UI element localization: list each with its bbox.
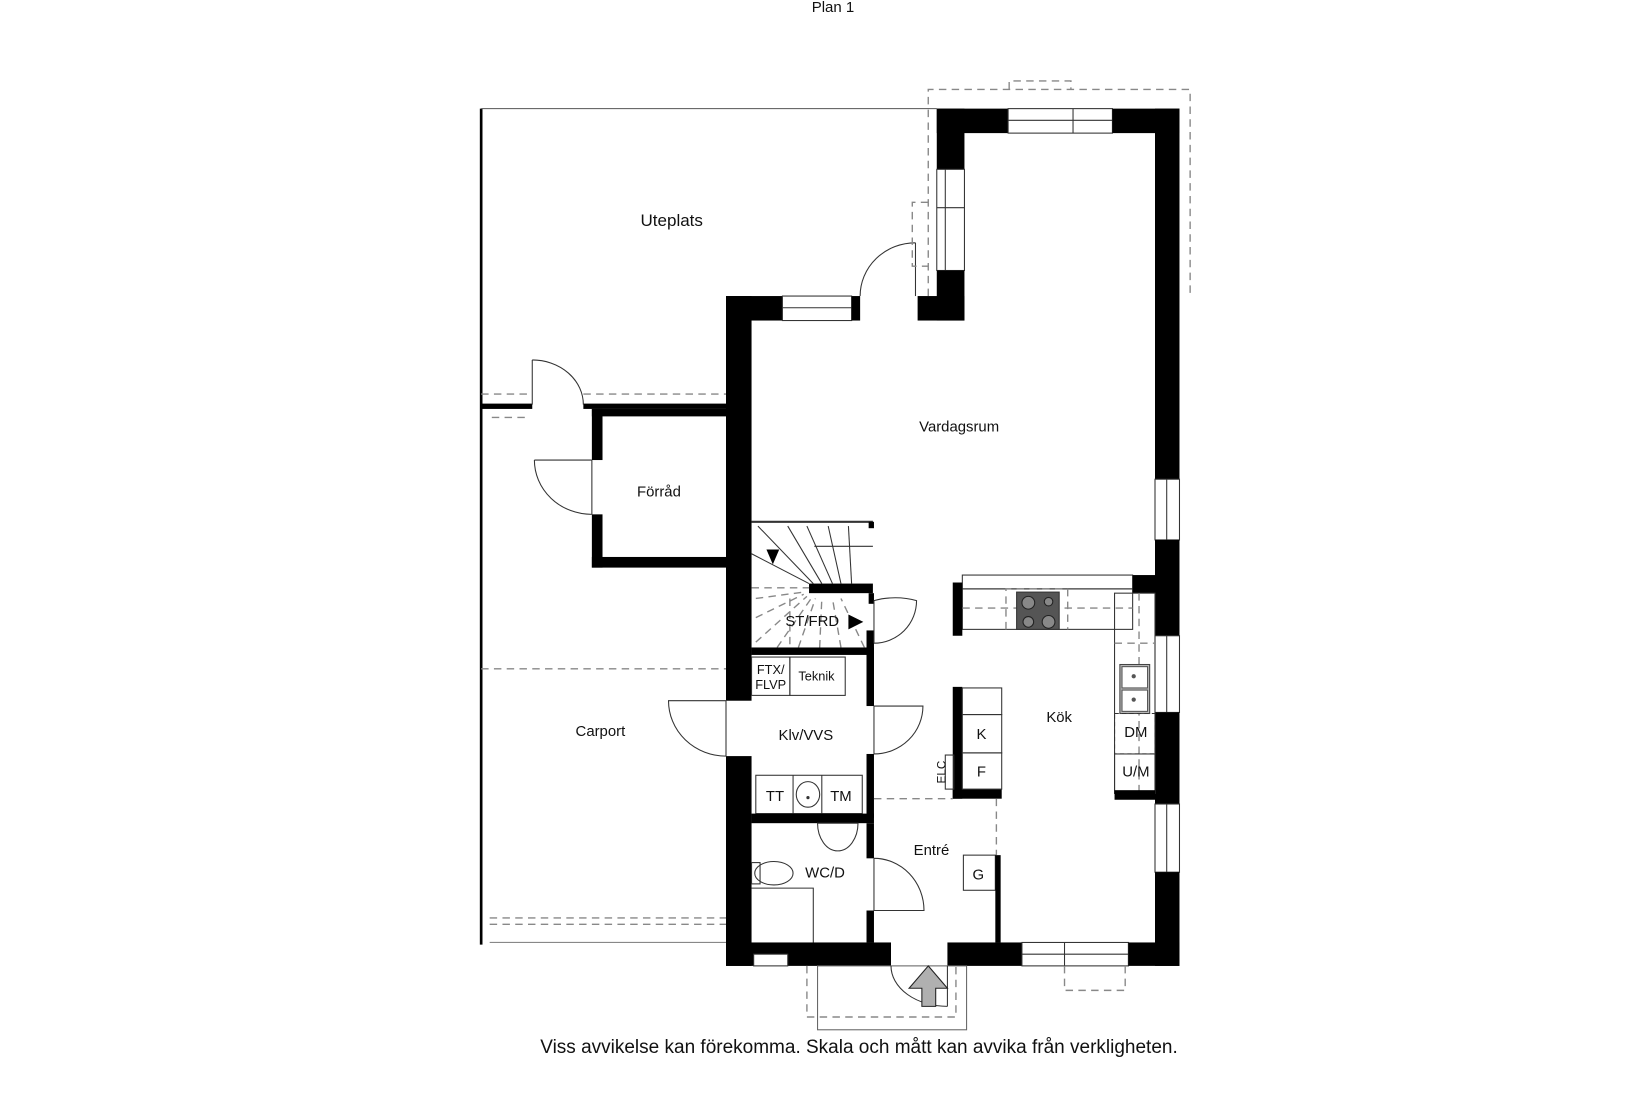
outdoor-outline <box>479 108 937 945</box>
disclaimer-text: Viss avvikelse kan förekomma. Skala och … <box>540 1037 1178 1058</box>
label-tm: TM <box>830 789 851 805</box>
entrance <box>890 965 949 1007</box>
exterior-walls <box>726 108 1181 967</box>
label-flvp: FLVP <box>755 677 786 692</box>
label-ftx: FTX/ <box>757 662 785 677</box>
label-vardagsrum: Vardagsrum <box>919 419 999 435</box>
label-teknik: Teknik <box>798 668 835 683</box>
label-klv-vvs: Klv/VVS <box>779 728 834 744</box>
label-k: K <box>977 727 987 743</box>
plan-title: Plan 1 <box>811 0 855 16</box>
label-kok: Kök <box>1046 710 1072 726</box>
label-carport: Carport <box>576 724 627 740</box>
label-entre: Entré <box>914 843 950 859</box>
forrad-room <box>533 408 726 568</box>
entrance-arrow-icon <box>907 965 949 1007</box>
label-tt: TT <box>766 789 784 805</box>
wc-room <box>751 822 925 943</box>
label-forrad: Förråd <box>637 484 681 500</box>
label-f: F <box>977 764 986 780</box>
klv-vvs-room <box>667 654 924 824</box>
label-elc: ELC <box>935 761 948 784</box>
label-g: G <box>972 868 984 884</box>
label-wc-d: WC/D <box>805 865 845 881</box>
label-dm: DM <box>1124 725 1147 741</box>
staircase <box>751 520 918 705</box>
label-um: U/M <box>1122 764 1149 780</box>
kitchen <box>873 574 1156 943</box>
label-st-frd: ST/FRD <box>785 614 839 630</box>
roof-outline <box>806 80 1191 1031</box>
label-uteplats: Uteplats <box>641 211 703 230</box>
